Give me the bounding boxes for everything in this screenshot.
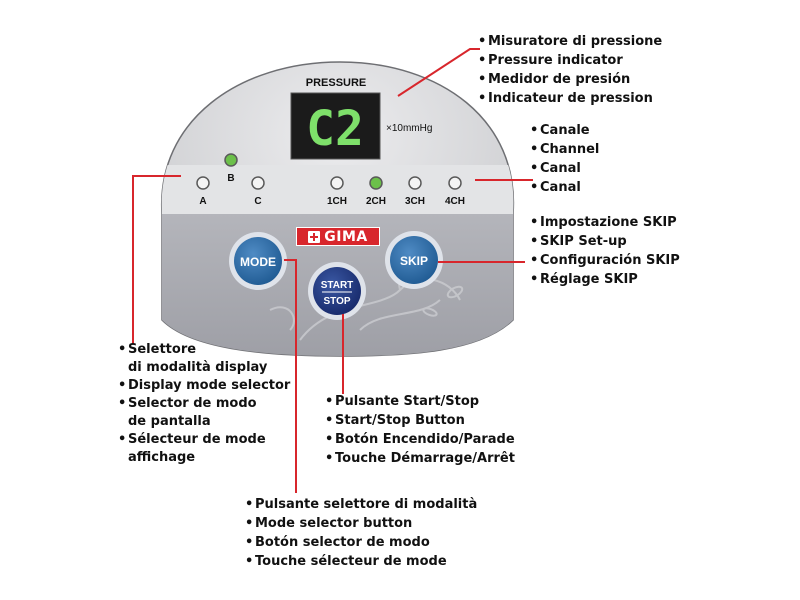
brand-logo: GIMA	[296, 227, 380, 246]
callout-mode-button-it: Pulsante selettore di modalità	[245, 495, 477, 514]
callout-start-stop-fr: Touche Démarrage/Arrêt	[325, 449, 515, 468]
callout-pressure-it: Misuratore di pressione	[478, 32, 662, 51]
callout-skip-fr: Réglage SKIP	[530, 270, 680, 289]
start-label: START	[321, 280, 354, 291]
mode-button[interactable]: MODE	[229, 232, 287, 290]
skip-button-label: SKIP	[400, 254, 428, 268]
led-label-2ch: 2CH	[366, 196, 386, 207]
callout-pressure-fr: Indicateur de pression	[478, 89, 662, 108]
leader-lines	[132, 48, 533, 493]
led-b	[224, 153, 238, 167]
callout-skip-en: SKIP Set-up	[530, 232, 680, 251]
led-group	[196, 153, 462, 190]
callout-start-stop-es: Botón Encendido/Parade	[325, 430, 515, 449]
callout-start-stop-it: Pulsante Start/Stop	[325, 392, 515, 411]
brand-name: GIMA	[324, 228, 368, 245]
led-a	[196, 176, 210, 190]
led-label-a: A	[199, 196, 206, 207]
leader-mode-button	[284, 259, 297, 493]
led-band	[161, 165, 514, 215]
callout-start-stop-en: Start/Stop Button	[325, 411, 515, 430]
led-4ch	[448, 176, 462, 190]
callout-mode-button-fr: Touche sélecteur de mode	[245, 552, 477, 571]
lcd-display	[290, 92, 381, 160]
callout-pressure-en: Pressure indicator	[478, 51, 662, 70]
led-label-3ch: 3CH	[405, 196, 425, 207]
pressure-unit: ×10mmHg	[386, 123, 432, 134]
leader-display-mode	[132, 175, 181, 344]
stop-label: STOP	[323, 296, 350, 307]
callout-display-mode-en: Display mode selector	[118, 377, 290, 395]
medical-cross-icon	[308, 230, 321, 243]
leader-pressure	[397, 48, 480, 97]
callout-pressure: Misuratore di pressione Pressure indicat…	[478, 32, 662, 108]
start-stop-button[interactable]: START STOP	[308, 262, 366, 320]
led-label-4ch: 4CH	[445, 196, 465, 207]
callout-channel-it: Canale	[530, 121, 599, 140]
callout-skip-es: Configuración SKIP	[530, 251, 680, 270]
led-3ch	[408, 176, 422, 190]
led-label-b: B	[227, 173, 234, 184]
led-1ch	[330, 176, 344, 190]
pressure-label: PRESSURE	[306, 77, 367, 89]
led-2ch	[369, 176, 383, 190]
callout-start-stop: Pulsante Start/Stop Start/Stop Button Bo…	[325, 392, 515, 468]
callout-mode-button-en: Mode selector button	[245, 514, 477, 533]
skip-button[interactable]: SKIP	[385, 231, 443, 289]
callout-mode-button-es: Botón selector de modo	[245, 533, 477, 552]
led-c	[251, 176, 265, 190]
callout-skip: Impostazione SKIP SKIP Set-up Configurac…	[530, 213, 680, 289]
callout-pressure-es: Medidor de presión	[478, 70, 662, 89]
callout-channel-en: Channel	[530, 140, 599, 159]
pressure-value: C2	[306, 101, 364, 157]
led-label-1ch: 1CH	[327, 196, 347, 207]
led-label-c: C	[254, 196, 261, 207]
callout-skip-it: Impostazione SKIP	[530, 213, 680, 232]
callout-channel: Canale Channel Canal Canal	[530, 121, 599, 197]
callout-channel-es: Canal	[530, 159, 599, 178]
mode-button-label: MODE	[240, 255, 276, 269]
callout-mode-button: Pulsante selettore di modalità Mode sele…	[245, 495, 477, 571]
callout-channel-fr: Canal	[530, 178, 599, 197]
